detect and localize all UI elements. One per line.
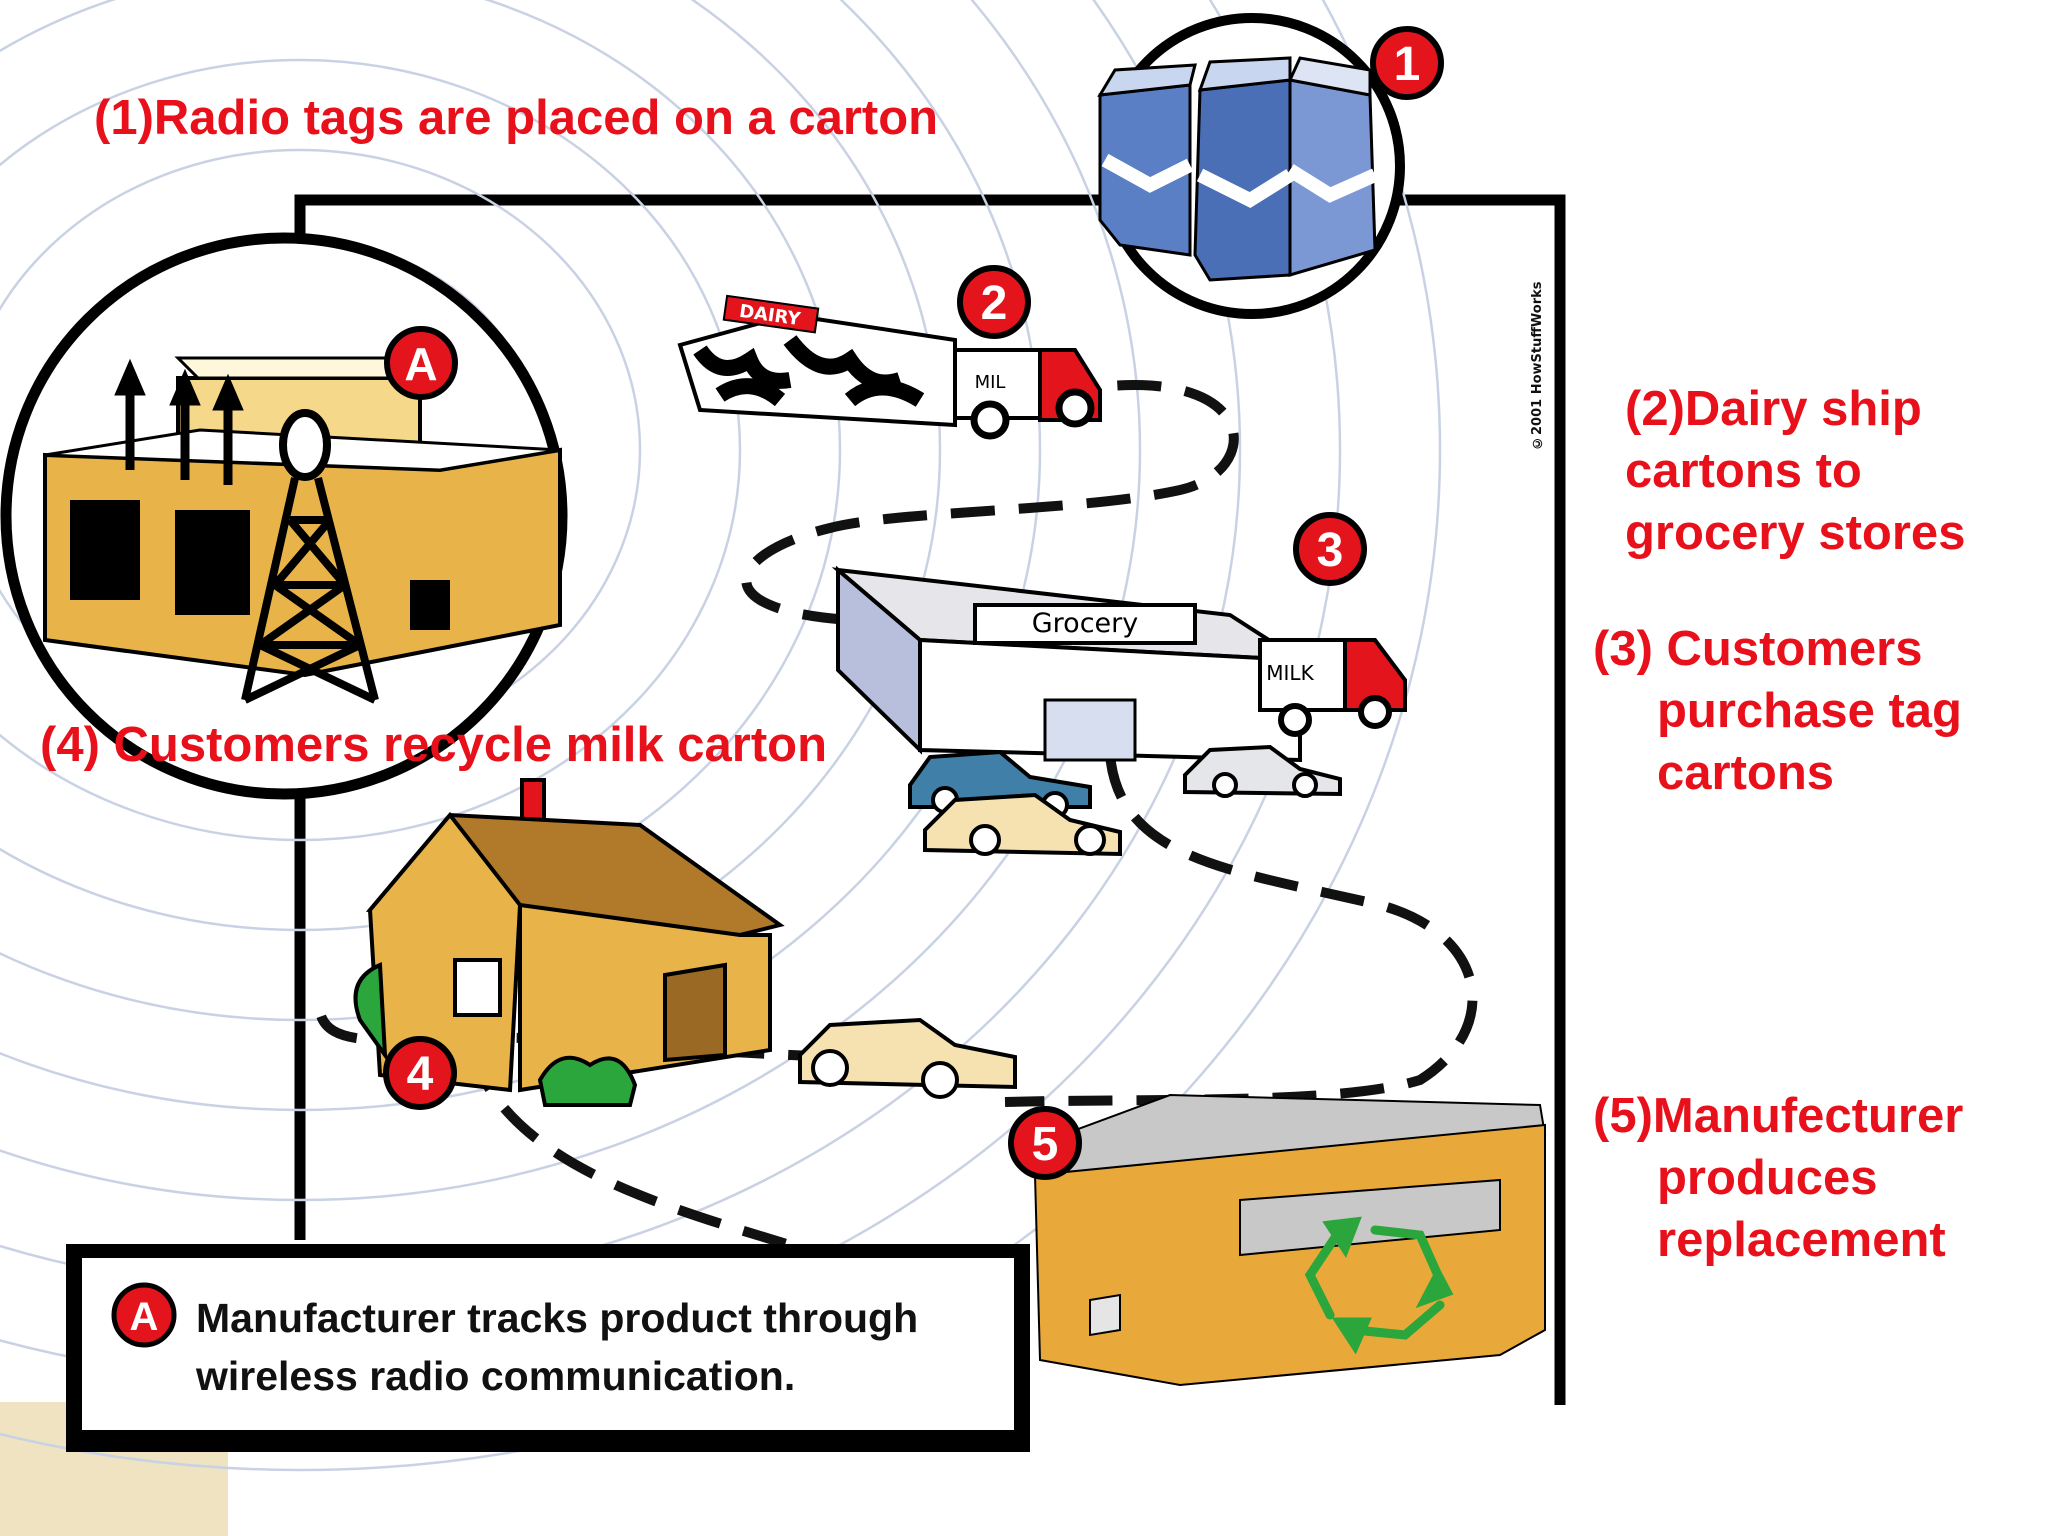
caption-step-2-line-2: cartons to — [1625, 444, 1862, 498]
recycle-icon — [1304, 1216, 1454, 1355]
caption-step-2: (2)Dairy ship cartons to grocery stores — [1625, 378, 1965, 564]
legend-line-1: Manufacturer tracks product through — [196, 1295, 918, 1341]
svg-text:1: 1 — [1394, 38, 1421, 91]
copyright-credit: ©2001 HowStuffWorks — [1530, 281, 1545, 451]
marker-5: 5 — [1008, 1106, 1082, 1180]
truck2-milk-label: MILK — [1266, 661, 1314, 685]
caption-step-5-line-3: replacement — [1657, 1213, 1946, 1267]
marker-1: 1 — [1370, 26, 1444, 100]
caption-step-5-line-1: (5)Manufecturer — [1593, 1089, 1964, 1143]
caption-step-5-line-2: produces — [1657, 1151, 1878, 1205]
carton-inset — [1097, 13, 1405, 319]
grocery-sign — [973, 603, 1197, 645]
radio-tower-icon — [241, 409, 379, 704]
caption-step-3-line-1: (3) Customers — [1593, 622, 1923, 676]
caption-step-2-line-3: grocery stores — [1625, 506, 1966, 560]
recycling-box — [1033, 1093, 1547, 1387]
legend-line-2: wireless radio communication. — [195, 1353, 795, 1399]
dairy-truck — [677, 294, 1102, 440]
caption-step-3-line-3: cartons — [1657, 746, 1835, 800]
legend-marker: A — [130, 1295, 159, 1339]
parked-cars — [908, 744, 1342, 857]
marker-2: 2 — [957, 265, 1031, 339]
caption-step-3: (3) Customers purchase tag cartons — [1593, 618, 1962, 804]
svg-text:2: 2 — [981, 277, 1008, 330]
manufacturer-inset — [0, 232, 568, 800]
customer-house — [353, 778, 785, 1107]
caption-step-4: (4) Customers recycle milk carton — [40, 718, 828, 772]
caption-step-5: (5)Manufecturer produces replacement — [1593, 1085, 1963, 1271]
legend-box: A Manufacturer tracks product through wi… — [66, 1244, 1030, 1452]
marker-3: 3 — [1293, 512, 1367, 586]
car — [798, 1017, 1017, 1099]
marker-a: A — [384, 326, 458, 400]
grocery-store — [831, 565, 1407, 763]
dairy-sign — [722, 294, 820, 334]
svg-text:3: 3 — [1317, 524, 1344, 577]
truck-milk-label: MIL — [975, 372, 1006, 393]
marker-4: 4 — [383, 1036, 457, 1110]
svg-text:A: A — [404, 338, 437, 390]
svg-text:4: 4 — [407, 1048, 434, 1101]
caption-step-2-line-1: (2)Dairy ship — [1625, 382, 1922, 436]
arrow-up-icon — [114, 358, 244, 485]
caption-step-3-line-2: purchase tag — [1657, 684, 1962, 738]
grocery-sign-label: Grocery — [1032, 608, 1139, 639]
delivery-route — [315, 380, 1478, 1250]
caption-step-1: (1)Radio tags are placed on a carton — [94, 91, 939, 145]
svg-text:5: 5 — [1032, 1118, 1059, 1171]
